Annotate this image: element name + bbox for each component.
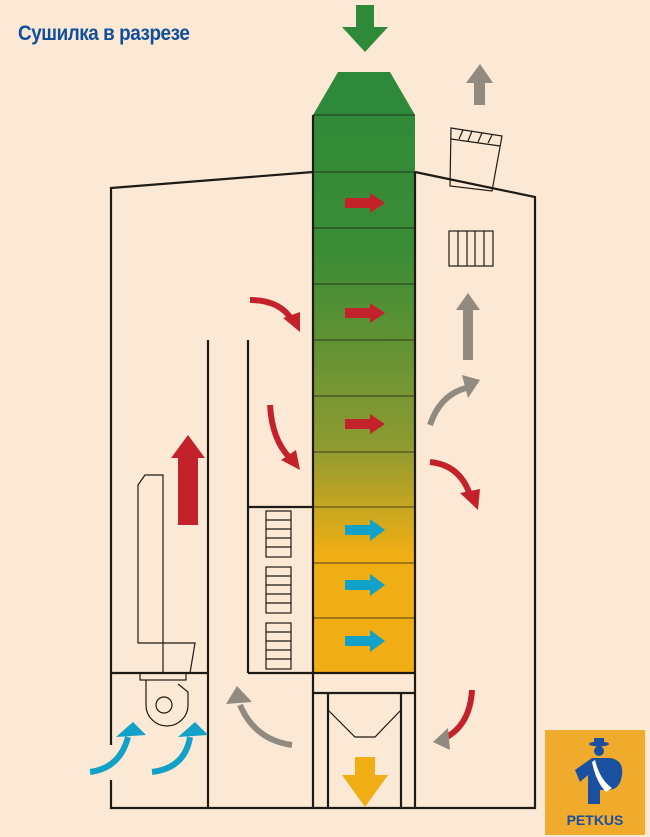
hot-air-arrows xyxy=(171,193,385,525)
column-section-dividers xyxy=(313,114,415,619)
logo-text: PETKUS xyxy=(567,812,624,828)
exhaust-arrows xyxy=(456,64,493,360)
inlet-hopper xyxy=(313,72,415,115)
fan-icon xyxy=(155,696,173,714)
grain-inlet-arrow xyxy=(342,5,388,52)
hot-air-up-arrow xyxy=(171,435,205,525)
cooling-air-arrows xyxy=(345,519,385,652)
cooling-louvers xyxy=(265,510,292,670)
curved-air-arrows xyxy=(89,297,480,775)
grain-outlet-arrow xyxy=(342,757,388,807)
petkus-logo: PETKUS xyxy=(545,730,645,835)
exhaust-louver xyxy=(448,230,494,267)
diagram-title: Сушилка в разрезе xyxy=(18,22,190,45)
burner-assembly xyxy=(137,474,196,727)
discharge-hopper xyxy=(327,709,402,738)
exhaust-vent xyxy=(449,127,503,192)
building-outline xyxy=(109,115,537,810)
fan-housing xyxy=(145,680,189,727)
